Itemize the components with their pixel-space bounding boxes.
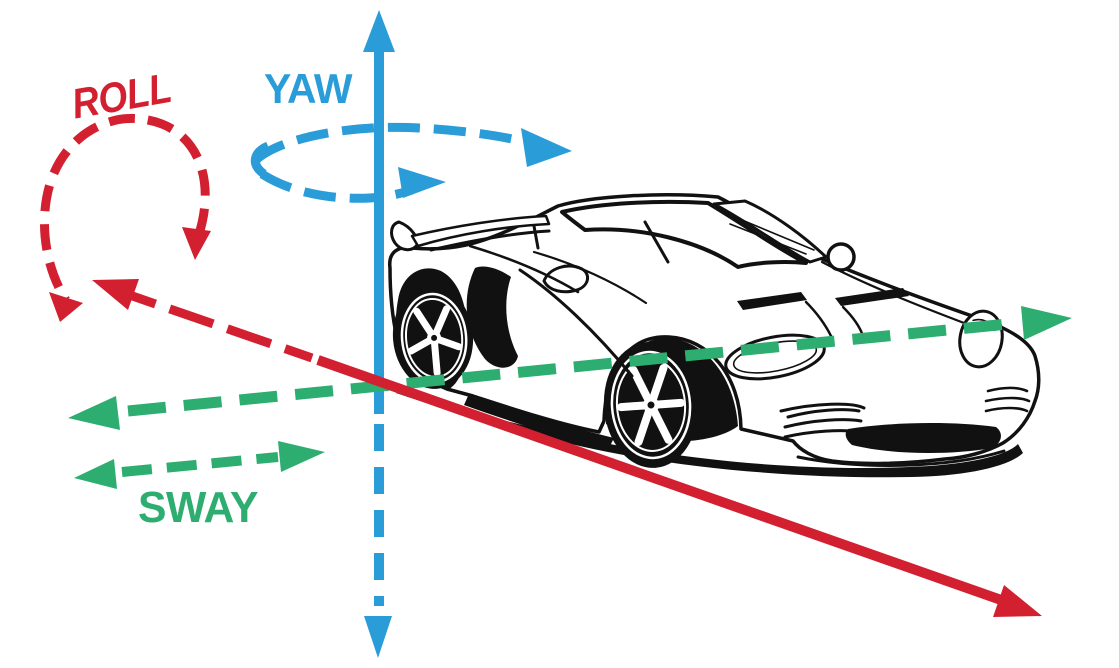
yaw-top-arrowhead (521, 128, 572, 167)
roll-axis (92, 279, 1042, 617)
roll-axis-left-arrowhead (92, 279, 139, 310)
yaw-bottom-arrowhead (398, 167, 446, 198)
sway-arrow-left-arrowhead (74, 459, 117, 489)
yaw-axis-down-arrowhead (364, 616, 392, 658)
car-rear-spoiler (390, 214, 551, 252)
car-panel-lines (468, 244, 982, 378)
car-side-intake (466, 266, 518, 368)
roll-rotation-arrow (40, 113, 211, 322)
sway-axis-left-arrowhead (68, 396, 120, 430)
car-bumper-details (779, 386, 1031, 467)
yaw-label: YAW (264, 65, 353, 112)
yaw-axis (363, 10, 395, 658)
sway-axis (68, 306, 1072, 430)
yaw-rotation-arrow (250, 122, 572, 203)
roll-axis-right-arrowhead (993, 585, 1042, 617)
car-windshield-reflections (729, 219, 815, 255)
car-front-intake (845, 423, 1001, 454)
car-rocker-shadow (464, 396, 614, 450)
roll-label: ROLL (68, 64, 175, 128)
car-ground-shadow (396, 389, 1023, 478)
car-front-wheel (603, 342, 699, 468)
sway-arrow-right-arrowhead (278, 441, 325, 472)
car-side-window (560, 199, 808, 269)
car-side-mirror (542, 264, 590, 294)
car-illustration (388, 193, 1041, 478)
car-window-divider (643, 220, 670, 264)
car-hood-vents (737, 288, 909, 338)
roll-arc-left-arrowhead (49, 292, 83, 322)
car-rear-wheel (392, 285, 474, 389)
sway-motion-arrow (74, 441, 325, 489)
roll-arc-right-arrowhead (182, 227, 211, 260)
car-body-outline (388, 193, 1041, 466)
sway-axis-right-arrowhead (1021, 306, 1072, 340)
sway-label: SWAY (138, 483, 258, 532)
yaw-axis-up-arrowhead (363, 10, 395, 52)
yaw-ellipse-left-hook (250, 141, 271, 178)
car-far-mirror (826, 242, 856, 272)
